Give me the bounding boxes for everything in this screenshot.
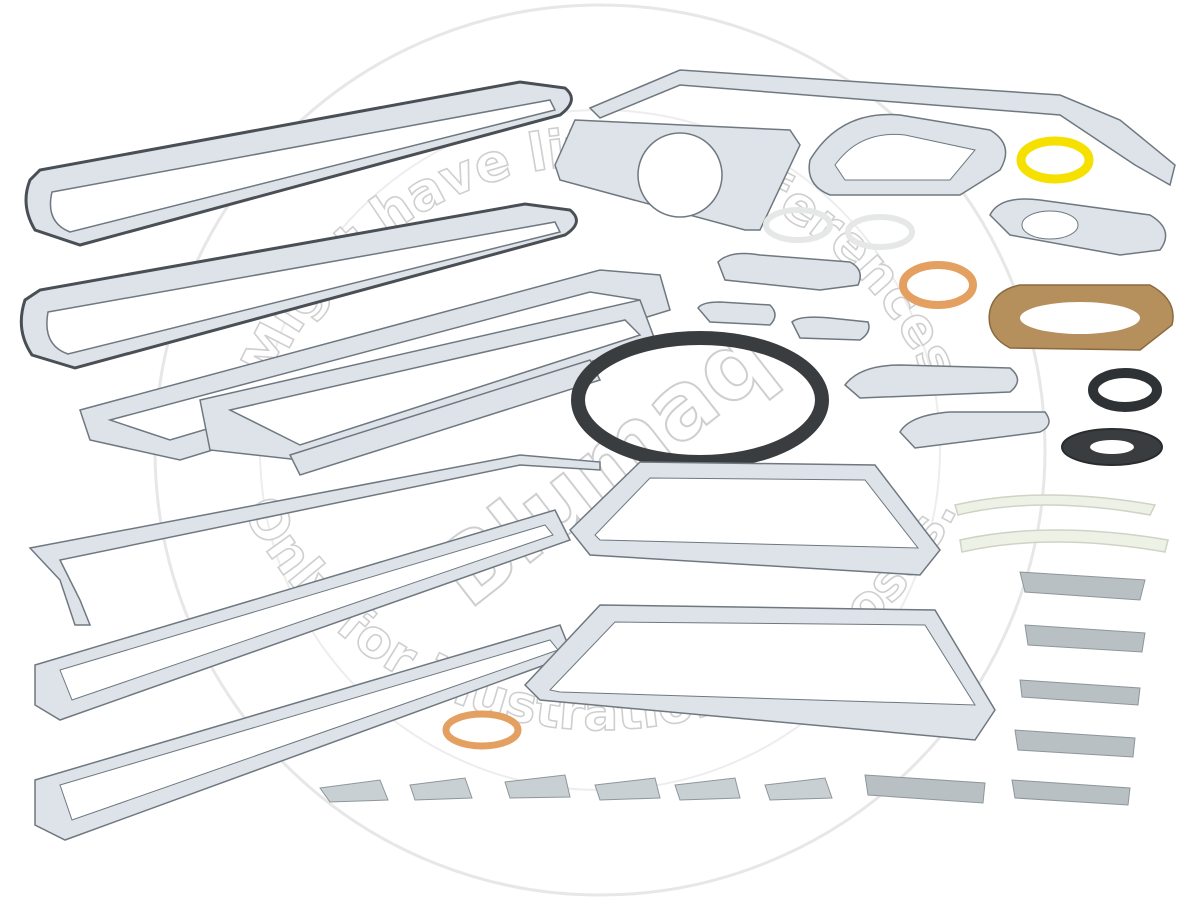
tab-washers bbox=[319, 774, 833, 803]
oil-pan-gasket-1 bbox=[568, 461, 941, 576]
copper-washer-1 bbox=[899, 261, 977, 309]
metal-lock-plates bbox=[864, 571, 1146, 806]
valve-cover-gasket-top bbox=[24, 80, 573, 247]
oval-flange-gasket-2 bbox=[989, 198, 1167, 256]
small-flange-gaskets bbox=[697, 252, 1050, 449]
side-gasket-lower-1 bbox=[34, 509, 572, 721]
yellow-o-ring bbox=[1016, 136, 1094, 184]
large-rubber-seal bbox=[571, 331, 829, 469]
manifold-gasket-cluster bbox=[79, 269, 671, 476]
oil-pan-gasket-2 bbox=[523, 604, 996, 741]
black-o-ring bbox=[1088, 368, 1162, 412]
square-flange-gasket bbox=[554, 119, 801, 231]
fibre-strip-2 bbox=[959, 529, 1169, 553]
valve-cover-gasket-second bbox=[19, 202, 578, 370]
fibre-strip-1 bbox=[954, 494, 1157, 516]
side-gasket-thin bbox=[28, 454, 601, 626]
clear-washer-1 bbox=[763, 207, 833, 243]
rubber-flat-washer-hole bbox=[1090, 440, 1134, 454]
clear-washer-2 bbox=[845, 214, 915, 250]
oval-flange-gasket-1 bbox=[808, 113, 1007, 196]
long-strip-gasket bbox=[588, 69, 1176, 187]
copper-washer-2 bbox=[442, 710, 522, 750]
cork-gasket bbox=[988, 284, 1174, 351]
